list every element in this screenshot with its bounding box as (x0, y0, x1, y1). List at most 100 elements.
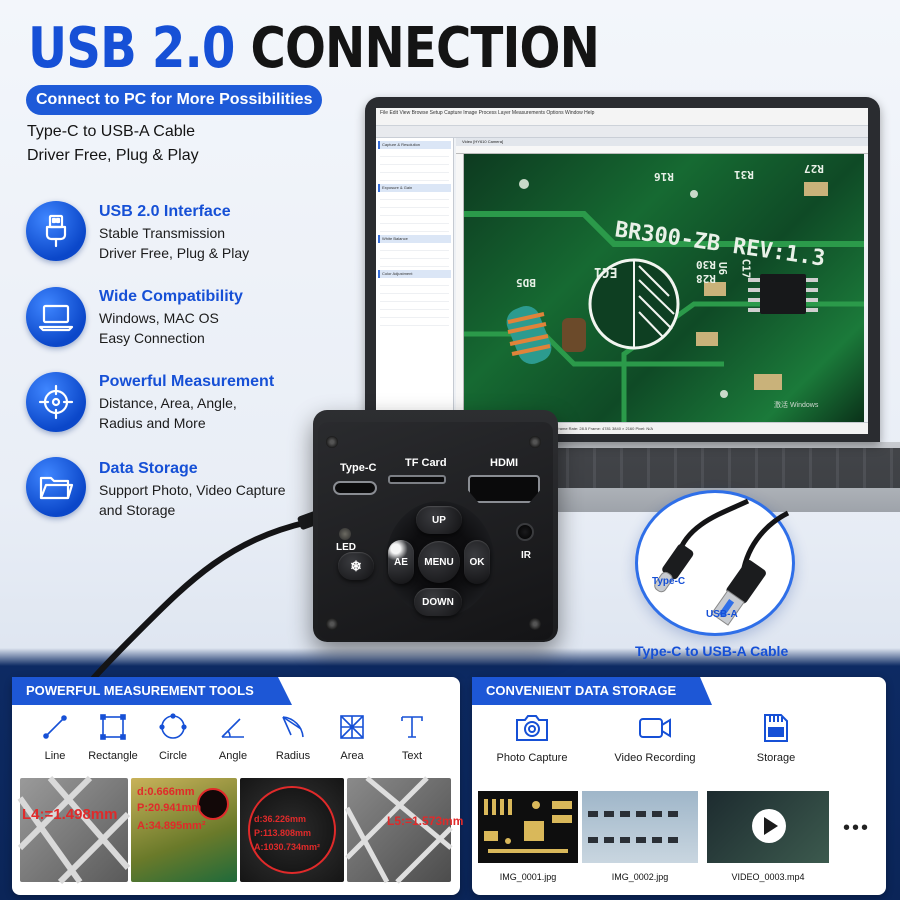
measure-sample-line: L4:=1.498mm (17, 775, 131, 885)
storage-item-label: Photo Capture (496, 752, 568, 764)
storage-panel-title: CONVENIENT DATA STORAGE (472, 677, 712, 705)
down-button[interactable]: DOWN (414, 588, 462, 616)
inset-typec-label: Type-C (652, 576, 686, 587)
tool-line[interactable]: Line (20, 712, 90, 762)
pcb-r16-label: R16 (654, 170, 674, 183)
feature-line: Windows, MAC OS (99, 310, 219, 326)
tab-video[interactable]: Video [HY610 Camera] (456, 138, 868, 146)
file-name: VIDEO_0003.mp4 (731, 872, 805, 882)
tool-label: Circle (158, 750, 188, 762)
tf-card-slot[interactable] (388, 475, 446, 484)
storage-item-label: Storage (756, 752, 796, 764)
storage-item[interactable]: Storage (748, 712, 804, 764)
tool-label: Rectangle (88, 750, 138, 762)
tool-text[interactable]: Text (377, 712, 447, 762)
pcb-r28-label: R28 (696, 272, 716, 285)
tool-circle[interactable]: Circle (138, 712, 208, 762)
tool-area[interactable]: Area (317, 712, 387, 762)
headline-usb: USB 2.0 (28, 16, 235, 81)
pcb-r27-label: R27 (804, 162, 824, 175)
ir-sensor (516, 523, 534, 541)
measure-radius-mark (248, 786, 336, 874)
status-bar: Frame Rate: 28.5 Frame: 4781 3840 × 2160… (456, 422, 868, 434)
video-icon (639, 718, 671, 738)
ruler-vertical (456, 154, 464, 422)
file-thumb-video[interactable] (707, 791, 829, 863)
sub-line-2: Driver Free, Plug & Play (27, 147, 199, 164)
feature-line: Distance, Area, Angle, (99, 395, 237, 411)
file-name: IMG_0002.jpg (611, 872, 669, 882)
pcb-live-view[interactable]: BR300-ZB REV:1.3 EC1 R30 R28 C17 R27 U6 … (464, 154, 864, 422)
file-thumb-img2[interactable] (582, 791, 698, 863)
feature-line: and Storage (99, 502, 176, 518)
tool-radius[interactable]: Radius (258, 712, 328, 762)
feature-title-measure: Powerful Measurement (99, 373, 275, 390)
app-toolbar[interactable] (376, 126, 868, 138)
camera-sidebar[interactable]: Capture & Resolution Exposure & Gain Whi… (376, 138, 454, 434)
feature-line: Stable Transmission (99, 225, 226, 241)
line-icon (43, 715, 67, 739)
inset-usba-label: USB-A (706, 609, 738, 620)
pcb-bd5-label: BD5 (516, 276, 536, 289)
text-icon (401, 716, 423, 738)
windows-watermark: 激活 Windows (774, 402, 819, 409)
ae-button[interactable]: AE (388, 540, 414, 584)
sample-text: P:113.808mm (254, 828, 312, 838)
pcb-u6-label: U6 (716, 261, 730, 276)
tool-label: Line (44, 750, 66, 762)
folder-icon (26, 457, 86, 517)
sample-text: A:1030.734mm² (254, 842, 321, 852)
pcb-r31-label: R31 (734, 168, 754, 181)
circle-icon (159, 713, 187, 739)
typec-port[interactable] (333, 481, 377, 495)
measure-sample-mesh: L5:=1.573mm (344, 776, 463, 884)
play-icon[interactable] (752, 809, 786, 843)
sidebar-section[interactable]: Color Adjustment (378, 270, 451, 278)
feature-line: Easy Connection (99, 330, 205, 346)
tagline-pill: Connect to PC for More Possibilities (26, 85, 323, 115)
ir-label: IR (521, 550, 531, 561)
up-button[interactable]: UP (416, 506, 462, 534)
sidebar-section[interactable]: Exposure & Gain (378, 184, 451, 192)
sub-line-1: Type-C to USB-A Cable (27, 123, 196, 140)
screw (529, 618, 541, 630)
angle-icon (221, 718, 244, 738)
ok-button[interactable]: OK (464, 540, 490, 584)
camera-icon (516, 715, 548, 741)
laptop-screen: File Edit View Browse Setup Capture Imag… (376, 108, 868, 434)
measure-sample-radius: d:36.226mm P:113.808mm A:1030.734mm² (240, 778, 344, 882)
sidebar-section[interactable]: White Balance (378, 235, 451, 243)
feature-line: Driver Free, Plug & Play (99, 245, 250, 261)
sample-text: d:36.226mm (254, 814, 307, 824)
rectangle-icon (100, 714, 126, 740)
radius-icon (282, 716, 304, 738)
feature-line: Support Photo, Video Capture (99, 482, 286, 498)
laptop-icon (26, 287, 86, 347)
snowflake-button[interactable]: ❄ (338, 552, 374, 580)
video-recording-item[interactable]: Video Recording (612, 712, 698, 764)
file-thumb-img1[interactable] (478, 791, 578, 863)
ruler-horizontal (456, 146, 868, 154)
feature-line: Radius and More (99, 415, 206, 431)
led-label: LED (336, 542, 356, 553)
sample-text: d:0.666mm (137, 786, 195, 798)
file-name: IMG_0001.jpg (499, 872, 557, 882)
screw (326, 618, 338, 630)
photo-capture-item[interactable]: Photo Capture (494, 712, 570, 764)
sample-text: P:20.941mm (137, 802, 202, 814)
hdmi-port[interactable] (468, 475, 540, 503)
tf-card-label: TF Card (405, 457, 447, 469)
tool-label: Area (340, 750, 364, 762)
usb-icon (26, 201, 86, 261)
led-indicator (339, 528, 351, 540)
measurement-panel-title: POWERFUL MEASUREMENT TOOLS (12, 677, 292, 705)
menu-button[interactable]: MENU (418, 541, 460, 583)
sidebar-section[interactable]: Capture & Resolution (378, 141, 451, 149)
storage-item-label: Video Recording (614, 752, 696, 764)
cable-inset (635, 490, 795, 636)
app-menubar[interactable]: File Edit View Browse Setup Capture Imag… (376, 108, 868, 126)
tool-angle[interactable]: Angle (198, 712, 268, 762)
more-files-icon[interactable]: ••• (843, 817, 871, 839)
area-icon (340, 715, 364, 739)
tool-rectangle[interactable]: Rectangle (78, 712, 148, 762)
